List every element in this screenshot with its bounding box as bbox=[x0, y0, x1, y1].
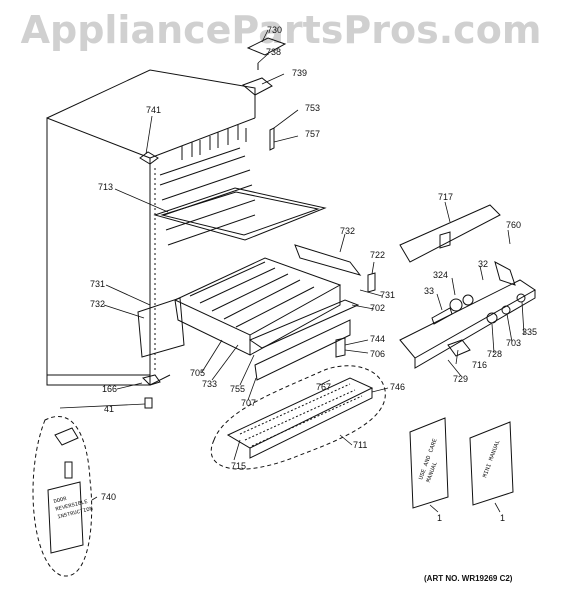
label-746: 746 bbox=[390, 382, 405, 392]
label-733: 733 bbox=[202, 379, 217, 389]
manual-lettering: USE AND CARE MANUAL MINI MANUAL DOOR REV… bbox=[53, 434, 502, 520]
install-line-1: DOOR bbox=[53, 495, 68, 505]
label-757: 757 bbox=[305, 129, 320, 139]
label-1-left: 1 bbox=[437, 513, 442, 523]
label-705: 705 bbox=[190, 368, 205, 378]
label-32: 32 bbox=[478, 259, 488, 269]
label-732-left: 732 bbox=[90, 299, 105, 309]
leader-lines bbox=[59, 29, 525, 513]
label-753: 753 bbox=[305, 103, 320, 113]
label-1-right: 1 bbox=[500, 513, 505, 523]
svg-text:USE AND CARE MANUAL: USE AND CARE MANUAL bbox=[417, 434, 447, 483]
label-738: 738 bbox=[266, 47, 281, 57]
label-730: 730 bbox=[267, 25, 282, 35]
label-732-top: 732 bbox=[340, 226, 355, 236]
label-702: 702 bbox=[370, 303, 385, 313]
door-reversal-kit bbox=[32, 416, 93, 577]
label-760: 760 bbox=[506, 220, 521, 230]
label-731-right: 731 bbox=[380, 290, 395, 300]
kickplate bbox=[210, 365, 386, 470]
label-731-left: 731 bbox=[90, 279, 105, 289]
label-706: 706 bbox=[370, 349, 385, 359]
label-741: 741 bbox=[146, 105, 161, 115]
label-716: 716 bbox=[472, 360, 487, 370]
manuals bbox=[409, 417, 514, 509]
drawer bbox=[137, 244, 376, 381]
label-703: 703 bbox=[506, 338, 521, 348]
part-number-labels: 730 738 739 741 753 757 713 717 760 732 … bbox=[90, 25, 537, 523]
label-707: 707 bbox=[241, 398, 256, 408]
art-number: (ART NO. WR19269 C2) bbox=[424, 574, 513, 583]
label-166: 166 bbox=[102, 384, 117, 394]
label-728: 728 bbox=[487, 349, 502, 359]
label-722: 722 bbox=[370, 250, 385, 260]
label-740: 740 bbox=[101, 492, 116, 502]
label-33: 33 bbox=[424, 286, 434, 296]
label-755: 755 bbox=[230, 384, 245, 394]
mini-manual-line: MINI MANUAL bbox=[481, 439, 501, 479]
svg-text:DOOR REVERSIBLE IN: DOOR REVERSIBLE INSTRUCTION bbox=[53, 489, 94, 520]
label-739: 739 bbox=[292, 68, 307, 78]
label-744: 744 bbox=[370, 334, 385, 344]
label-715: 715 bbox=[231, 461, 246, 471]
label-41: 41 bbox=[104, 404, 114, 414]
hinge-top bbox=[139, 37, 287, 165]
glass-shelf bbox=[153, 187, 327, 241]
label-324: 324 bbox=[433, 270, 448, 280]
label-711: 711 bbox=[353, 440, 367, 450]
label-767: 767 bbox=[316, 382, 331, 392]
control-housing bbox=[399, 204, 536, 369]
label-729: 729 bbox=[453, 374, 468, 384]
svg-text:MINI MANUAL: MINI MANUAL bbox=[481, 439, 501, 479]
label-717: 717 bbox=[438, 192, 453, 202]
label-335: 335 bbox=[522, 327, 537, 337]
label-713: 713 bbox=[98, 182, 113, 192]
